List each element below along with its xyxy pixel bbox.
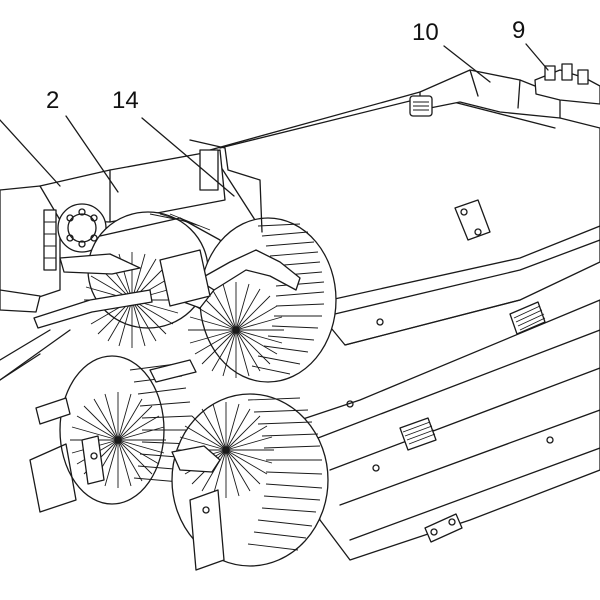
- lower-housing: [299, 299, 600, 561]
- busbar-clamps: [0, 139, 263, 513]
- leader-2: [65, 115, 119, 193]
- terminal-bracket: [0, 149, 226, 313]
- leader-10: [443, 45, 491, 83]
- ref-numeral-10: 10: [412, 19, 439, 46]
- ref-numeral-14: 14: [112, 87, 139, 114]
- coil-lower-right: [171, 393, 329, 571]
- leader-lines: [0, 43, 549, 381]
- ref-numeral-2: 2: [46, 87, 59, 114]
- coil-lower-left: [35, 355, 193, 505]
- ref-numeral-9: 9: [512, 17, 525, 44]
- coil-upper-right: [177, 217, 337, 383]
- leader-9: [525, 43, 549, 71]
- leader-cropped-left: [0, 119, 61, 187]
- leader-cropped-lower-left: [0, 329, 71, 381]
- leader-14: [141, 117, 235, 197]
